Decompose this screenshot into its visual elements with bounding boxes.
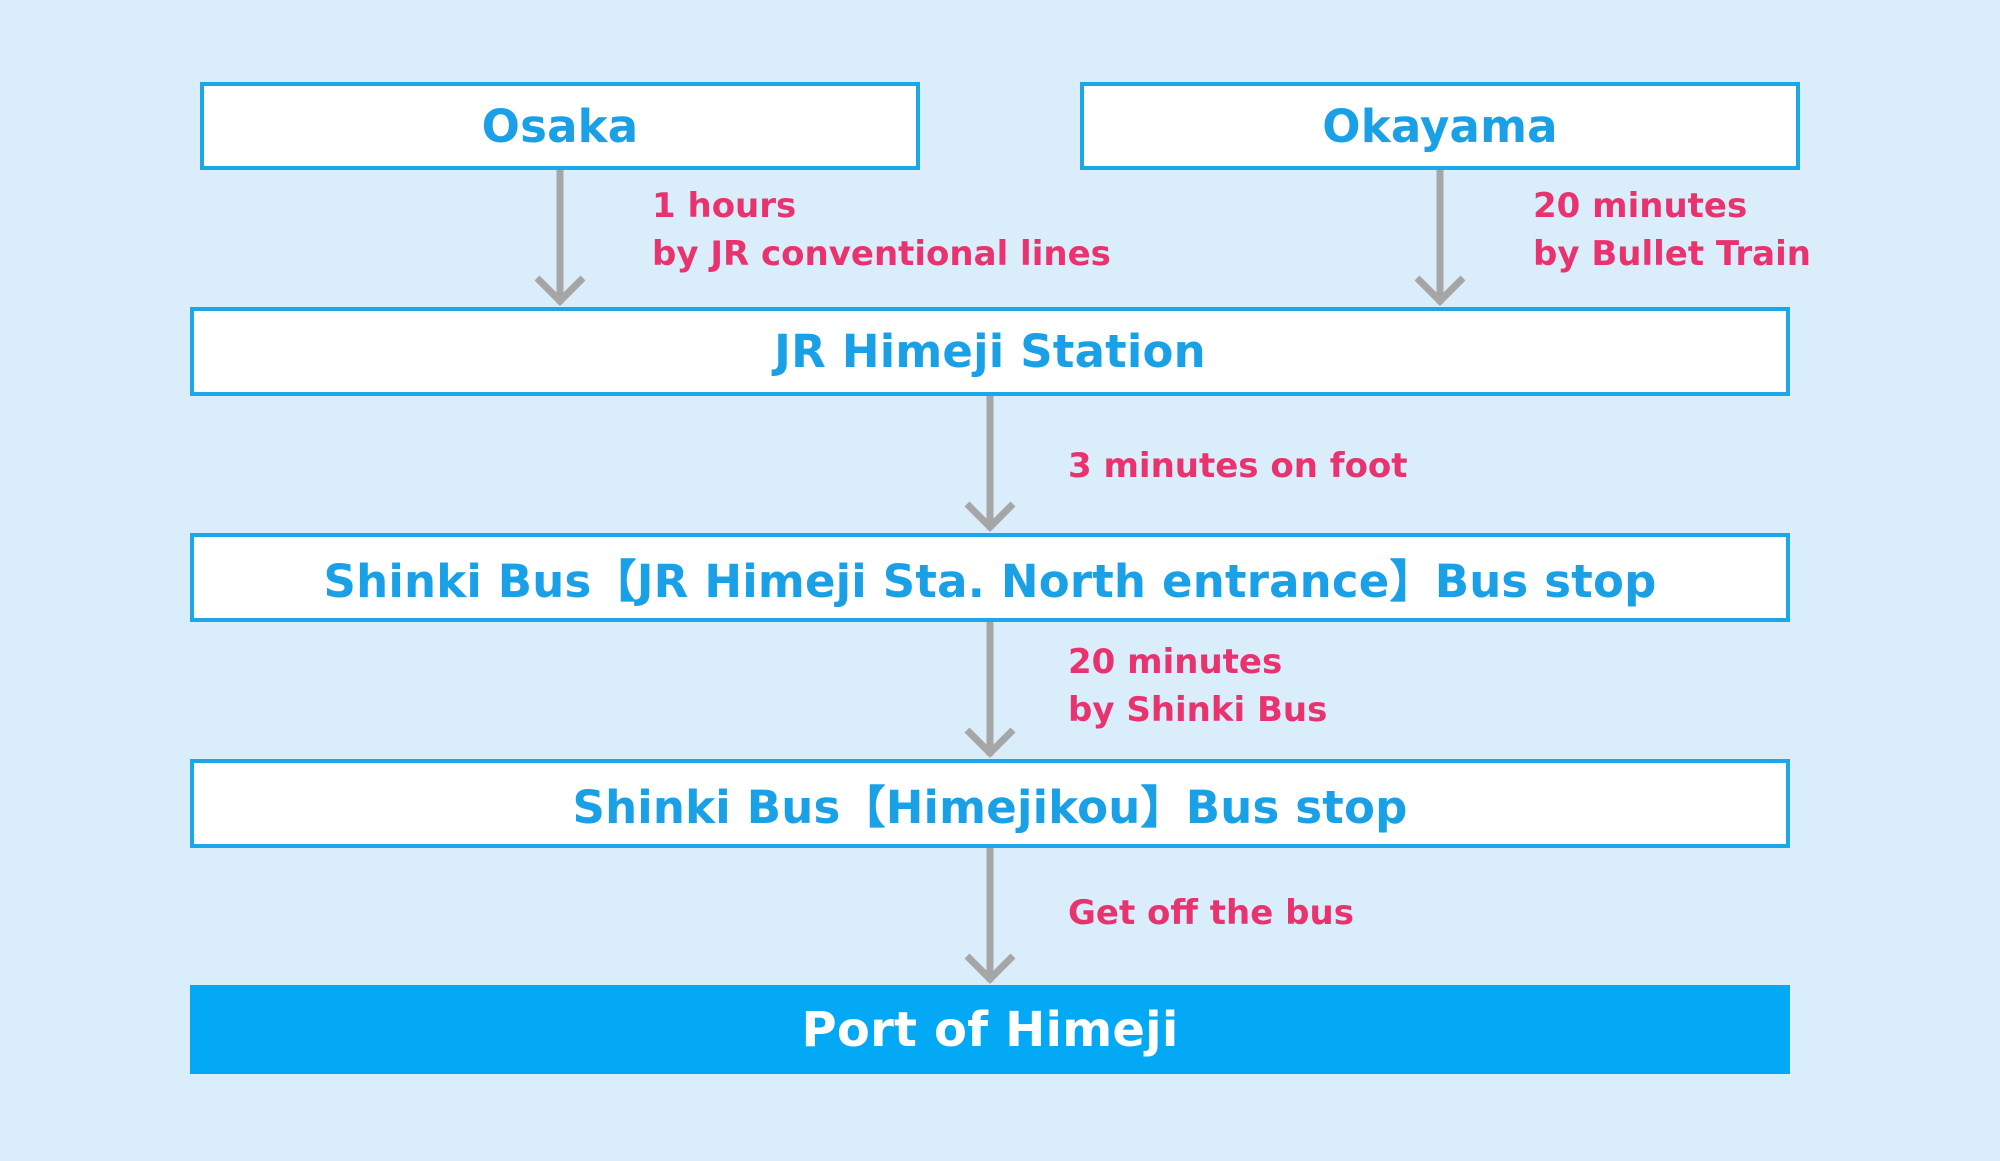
route-okayama-duration: 20 minutes xyxy=(1533,186,1748,226)
arrow-north-entrance-to-himejikou xyxy=(964,618,1016,758)
node-port-label: Port of Himeji xyxy=(801,1001,1179,1058)
arrow-osaka-to-station xyxy=(534,166,586,306)
node-port-of-himeji: Port of Himeji xyxy=(190,985,1790,1074)
node-okayama: Okayama xyxy=(1080,82,1800,170)
route-okayama-mode: by Bullet Train xyxy=(1533,234,1811,274)
route-get-off-label: Get off the bus xyxy=(1068,893,1354,933)
route-bus-duration: 20 minutes xyxy=(1068,642,1283,682)
arrow-okayama-to-station xyxy=(1414,166,1466,306)
route-bus-mode: by Shinki Bus xyxy=(1068,690,1328,730)
route-himejikou-to-port: Get off the bus xyxy=(1068,889,1354,937)
node-osaka-label: Osaka xyxy=(481,99,639,153)
node-himeji-station-label: JR Himeji Station xyxy=(774,325,1206,378)
route-okayama-to-station: 20 minutes by Bullet Train xyxy=(1533,182,1811,278)
node-himejikou-stop: Shinki Bus【Himejikou】Bus stop xyxy=(190,759,1790,848)
route-station-to-stop: 3 minutes on foot xyxy=(1068,442,1408,490)
arrow-himejikou-to-port xyxy=(964,844,1016,984)
route-stop-to-himejikou: 20 minutes by Shinki Bus xyxy=(1068,638,1327,734)
node-osaka: Osaka xyxy=(200,82,920,170)
node-north-entrance-stop: Shinki Bus【JR Himeji Sta. North entrance… xyxy=(190,533,1790,622)
route-station-duration: 3 minutes on foot xyxy=(1068,446,1408,486)
node-okayama-label: Okayama xyxy=(1322,99,1558,153)
node-himejikou-stop-label: Shinki Bus【Himejikou】Bus stop xyxy=(572,781,1408,834)
route-osaka-to-station: 1 hours by JR conventional lines xyxy=(652,182,1111,278)
arrow-station-to-north-entrance xyxy=(964,392,1016,532)
route-osaka-duration: 1 hours xyxy=(652,186,797,226)
node-north-entrance-stop-label: Shinki Bus【JR Himeji Sta. North entrance… xyxy=(323,555,1657,608)
route-osaka-mode: by JR conventional lines xyxy=(652,234,1111,274)
node-himeji-station: JR Himeji Station xyxy=(190,307,1790,396)
